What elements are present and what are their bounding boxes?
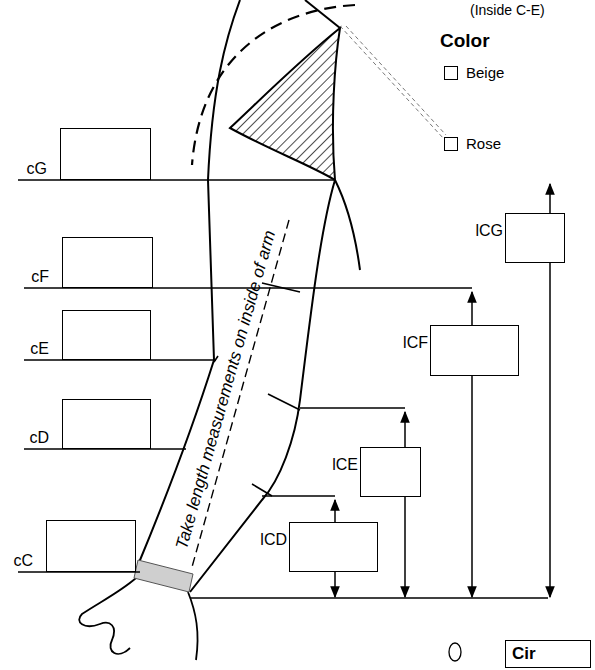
measure-box: cC <box>46 520 136 572</box>
hand <box>79 578 197 660</box>
measure-label: cG <box>27 160 47 178</box>
option-label: Rose <box>466 135 501 153</box>
measure-box: cG <box>60 128 151 180</box>
section-box: Cir <box>505 640 591 668</box>
measure-box: lCG <box>505 213 565 263</box>
note: (Inside C-E) <box>470 2 545 18</box>
oval-mark <box>449 643 461 661</box>
measure-label: lCG <box>475 222 503 240</box>
measure-box: lCD <box>289 522 378 572</box>
measure-label: Cir <box>512 645 536 663</box>
measure-box: cE <box>62 310 151 360</box>
measure-box: cD <box>62 399 151 449</box>
hatched-shoulder <box>230 28 340 180</box>
measure-label: cE <box>30 340 49 358</box>
torso-line <box>335 180 360 270</box>
option-label: Beige <box>466 64 504 82</box>
instruction-note: Take length measurements on inside of ar… <box>172 228 280 551</box>
measure-box: lCE <box>360 447 421 497</box>
measure-box: lCF <box>430 325 519 376</box>
neck-line <box>305 0 340 28</box>
measure-label: lCE <box>332 456 358 474</box>
measure-label: lCD <box>260 531 287 549</box>
measure-label: lCF <box>403 334 428 352</box>
checkbox: Rose <box>444 137 458 151</box>
measure-box: cF <box>62 237 153 288</box>
measure-label: cC <box>13 552 33 570</box>
wrist-band <box>134 560 193 592</box>
measure-label: cD <box>29 429 49 447</box>
checkbox: Beige <box>444 66 458 80</box>
measure-lines <box>18 180 548 598</box>
arm-left-contour <box>138 0 240 565</box>
inside-arm-dash <box>192 220 289 567</box>
section-heading: Color <box>440 30 490 52</box>
measure-label: cF <box>31 268 49 286</box>
color-leader <box>340 26 446 139</box>
